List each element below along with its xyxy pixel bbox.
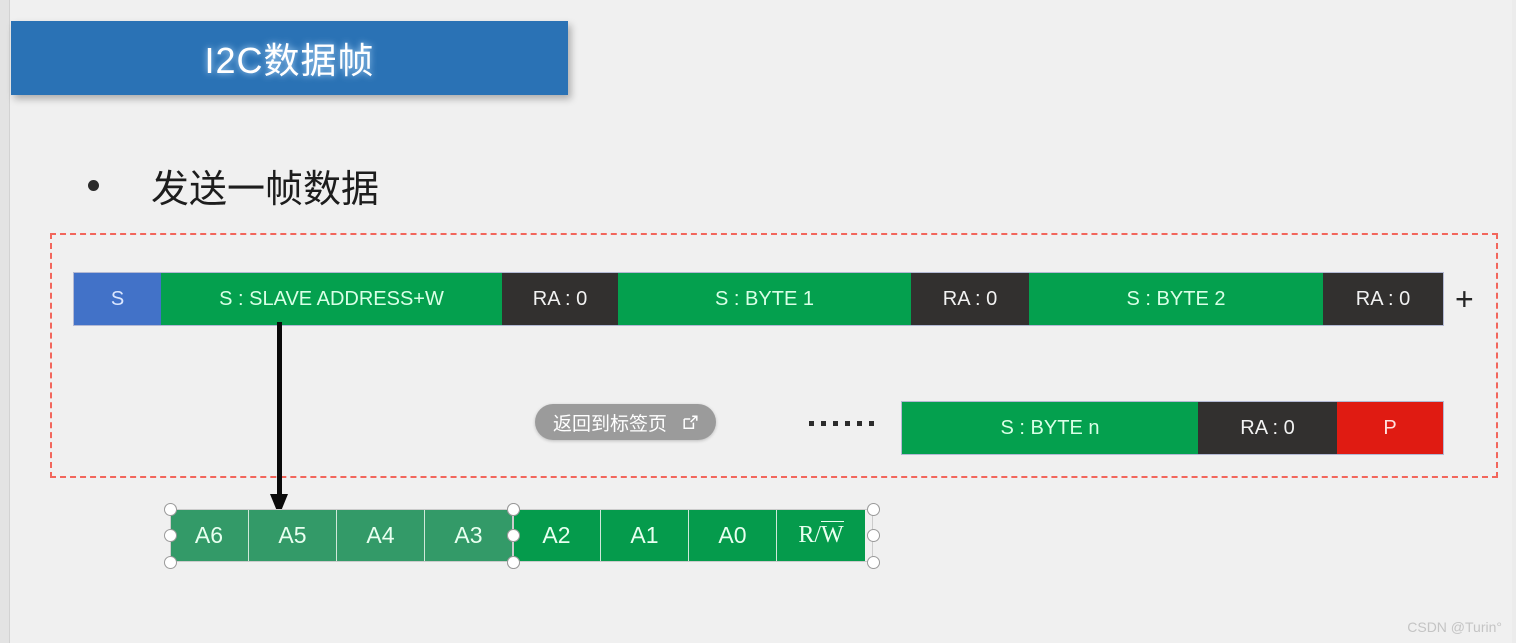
slide-title-banner: I2C数据帧 <box>11 21 568 95</box>
selection-handle[interactable] <box>867 503 880 516</box>
selection-outline <box>513 509 873 562</box>
right-edge-strip <box>1512 0 1516 643</box>
bullet-line: 发送一帧数据 <box>88 158 379 213</box>
selection-handle[interactable] <box>164 556 177 569</box>
frame-segment[interactable]: RA : 0 <box>1323 273 1443 325</box>
frame-segment[interactable]: S : BYTE n <box>902 402 1198 454</box>
selection-handle[interactable] <box>507 503 520 516</box>
arrow-shaft <box>277 322 282 498</box>
frame-segment[interactable]: RA : 0 <box>502 273 618 325</box>
ellipsis-dot <box>869 421 874 426</box>
selection-handle[interactable] <box>507 529 520 542</box>
frame-segment[interactable]: RA : 0 <box>911 273 1029 325</box>
selection-handle[interactable] <box>507 556 520 569</box>
selection-handle[interactable] <box>164 529 177 542</box>
selection-handle[interactable] <box>867 529 880 542</box>
ellipsis-dot <box>845 421 850 426</box>
frame-segment[interactable]: S : BYTE 1 <box>618 273 911 325</box>
frame-segment[interactable]: P <box>1337 402 1443 454</box>
i2c-frame-row-1: SS : SLAVE ADDRESS+WRA : 0S : BYTE 1RA :… <box>74 273 1443 325</box>
ellipsis-dot <box>821 421 826 426</box>
page-title: I2C数据帧 <box>204 32 374 84</box>
ellipsis-dot <box>809 421 814 426</box>
down-arrow-icon <box>268 322 292 516</box>
left-edge-strip <box>0 0 10 643</box>
watermark: CSDN @Turin° <box>1407 619 1502 635</box>
return-to-tab-label: 返回到标签页 <box>553 409 667 436</box>
frame-segment[interactable]: S : SLAVE ADDRESS+W <box>161 273 502 325</box>
frame-segment[interactable]: S : BYTE 2 <box>1029 273 1323 325</box>
ellipsis-dot <box>833 421 838 426</box>
frame-segment[interactable]: RA : 0 <box>1198 402 1337 454</box>
external-link-icon <box>681 413 700 432</box>
bullet-text: 发送一帧数据 <box>151 158 379 213</box>
ellipsis-dot <box>857 421 862 426</box>
selection-handle[interactable] <box>164 503 177 516</box>
selection-handle[interactable] <box>867 556 880 569</box>
frame-segment[interactable]: S <box>74 273 161 325</box>
selection-outline <box>170 509 513 562</box>
i2c-frame-row-2: S : BYTE nRA : 0P <box>902 402 1443 454</box>
ellipsis-dots <box>809 421 874 426</box>
return-to-tab-button[interactable]: 返回到标签页 <box>535 404 716 440</box>
continuation-plus-sign: + <box>1455 283 1474 315</box>
bullet-dot-icon <box>88 180 99 191</box>
